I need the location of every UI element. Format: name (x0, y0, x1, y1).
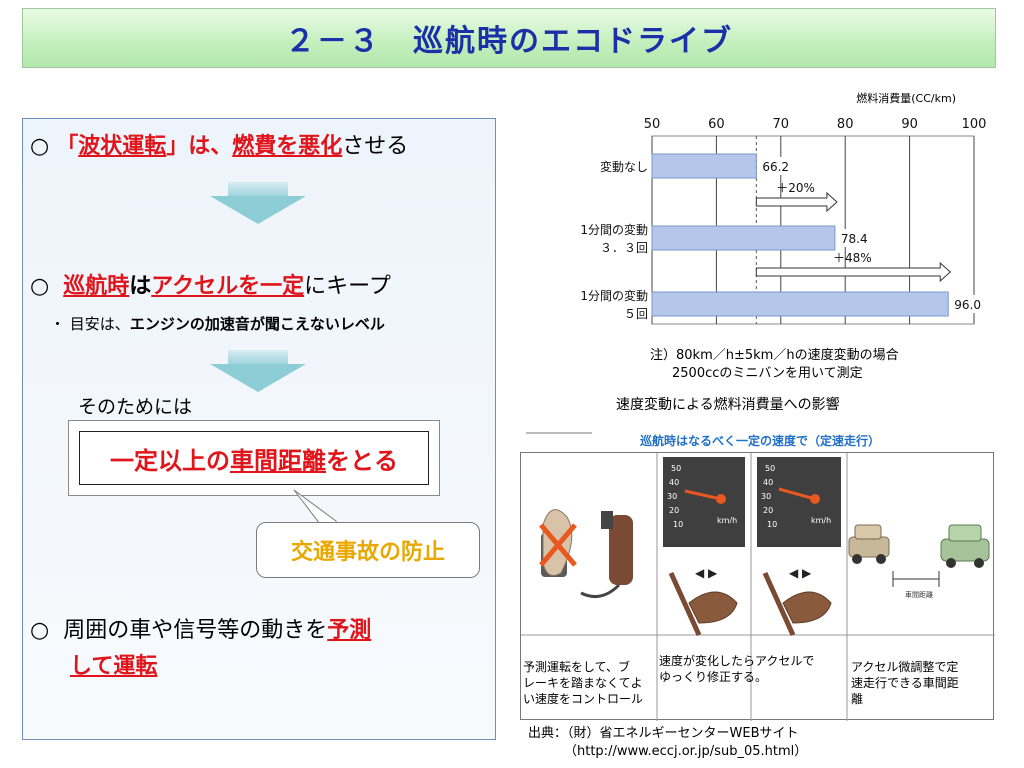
svg-text:20: 20 (763, 506, 773, 515)
chart-value-label: 78.4 (841, 232, 868, 246)
item2-red2: アクセルを一定 (151, 274, 305, 299)
speedometer-icon-2: 50 40 30 20 10 km/h (757, 457, 841, 547)
chart-value-label-bg (760, 157, 795, 175)
svg-text:◀ ▶: ◀ ▶ (695, 566, 718, 580)
fuel-chart: 燃料消費量(CC/km) 50 60 70 80 90 100 66.2 変動なし 78.4 1分… (520, 84, 1000, 414)
chart-increase-arrow (755, 261, 951, 283)
therefore-text: そのためには (78, 396, 193, 418)
item3-line2: して運転 (70, 654, 158, 679)
svg-text:40: 40 (763, 478, 773, 487)
chart-category-label: 変動なし (600, 159, 648, 174)
svg-text:車間距離: 車間距離 (905, 590, 933, 599)
item2: ○ 巡航時はアクセルを一定にキープ (30, 274, 391, 299)
chart-bar (651, 153, 757, 179)
chart-bar (651, 291, 949, 317)
item1-red2: 燃費を悪化 (232, 134, 343, 159)
chart-tick-label: 90 (901, 117, 918, 132)
panel3-text: アクセル微調整で定 速走行できる車間距 離 (851, 660, 959, 706)
speedometer-icon-1: 50 40 30 20 10 km/h (663, 457, 745, 547)
svg-text:50: 50 (671, 464, 681, 473)
chart-category-label: ５回 (624, 307, 648, 321)
source-line-2: （http://www.eccj.or.jp/sub_05.html） (564, 744, 808, 759)
illustration-svg: 50 40 30 20 10 km/h ◀ ▶ 50 40 30 20 (521, 453, 995, 721)
svg-text:10: 10 (767, 520, 777, 529)
chart-tick-label: 100 (962, 117, 987, 132)
panel2-text: 速度が変化したらアクセルで ゆっくり修正する。 (659, 654, 815, 684)
page-title: ２－３ 巡航時のエコドライブ (285, 24, 733, 59)
chart-bar (651, 225, 836, 251)
svg-text:◀ ▶: ◀ ▶ (789, 566, 812, 580)
svg-text:30: 30 (667, 492, 677, 501)
illustration-frame: 50 40 30 20 10 km/h ◀ ▶ 50 40 30 20 (520, 452, 995, 721)
svg-text:50: 50 (765, 464, 775, 473)
chart-increase-arrow (755, 191, 838, 213)
foot-on-pedal-icon-2: ◀ ▶ (762, 566, 832, 637)
item1-red1: 波状運転 (78, 134, 167, 159)
item1: ○ 「波状運転」は、燃費を悪化させる (30, 134, 409, 159)
chart-category-label: 1分間の変動 (580, 288, 648, 303)
car-rear-icon (940, 524, 990, 568)
illustration-panel: 巡航時はなるべく一定の速度で（定速走行） 50 (520, 430, 996, 722)
item3-red1: 予測 (327, 618, 372, 643)
chart-title: 速度変動による燃料消費量への影響 (616, 397, 840, 413)
chart-note-1: 注）80km／h±5km／hの速度変動の場合 (650, 348, 899, 363)
source-line-1: 出典：（財）省エネルギーセンターWEBサイト (528, 726, 799, 741)
chart-value-label-bg (952, 295, 987, 313)
chart-tick-label: 60 (708, 117, 725, 132)
item3-line1: ○ 周囲の車や信号等の動きを予測 (30, 618, 372, 643)
svg-text:40: 40 (669, 478, 679, 487)
item2-note: ・ 目安は、エンジンの加速音が聞こえないレベル (50, 315, 385, 333)
illustration-title: 巡航時はなるべく一定の速度で（定速走行） (640, 434, 881, 448)
car-front-icon (848, 524, 890, 564)
distance-box: 一定以上の車間距離をとる (68, 420, 440, 496)
accelerator-pedal-icon (580, 511, 633, 599)
chart-increase-label: ＋20% (776, 181, 815, 195)
svg-text:10: 10 (673, 520, 683, 529)
title-banner: ２－３ 巡航時のエコドライブ (22, 8, 996, 68)
chart-tick-label: 70 (773, 117, 790, 132)
svg-text:20: 20 (669, 506, 679, 515)
brake-pedal-icon (539, 509, 577, 577)
distance-indicator: 車間距離 (892, 571, 940, 599)
chart-tick-label: 80 (837, 117, 854, 132)
panel1-text: 予測運転をして、ブ レーキを踏まなくてよ い速度をコントロール (523, 660, 644, 706)
chart-tick-label: 50 (644, 117, 661, 132)
svg-text:km/h: km/h (717, 516, 737, 525)
chart-unit-label: 燃料消費量(CC/km) (856, 92, 956, 105)
chart-category-label: ３．３回 (600, 241, 648, 255)
foot-on-pedal-icon-1: ◀ ▶ (668, 566, 738, 637)
chart-value-label: 66.2 (762, 160, 789, 174)
svg-text:30: 30 (761, 492, 771, 501)
chart-category-label: 1分間の変動 (580, 222, 648, 237)
callout-accident-prevention: 交通事故の防止 (256, 522, 480, 578)
chart-increase-label: ＋48% (833, 251, 872, 265)
chart-value-label: 96.0 (954, 298, 981, 312)
item2-red1: 巡航時 (63, 274, 130, 299)
chart-note-2: 2500ccのミニバンを用いて測定 (672, 366, 863, 381)
chart-svg: 50 60 70 80 90 100 66.2 変動なし 78.4 1分間の変動 ３．３回 96.0 1… (580, 117, 987, 325)
svg-text:km/h: km/h (811, 516, 831, 525)
chart-value-label-bg (838, 229, 873, 247)
